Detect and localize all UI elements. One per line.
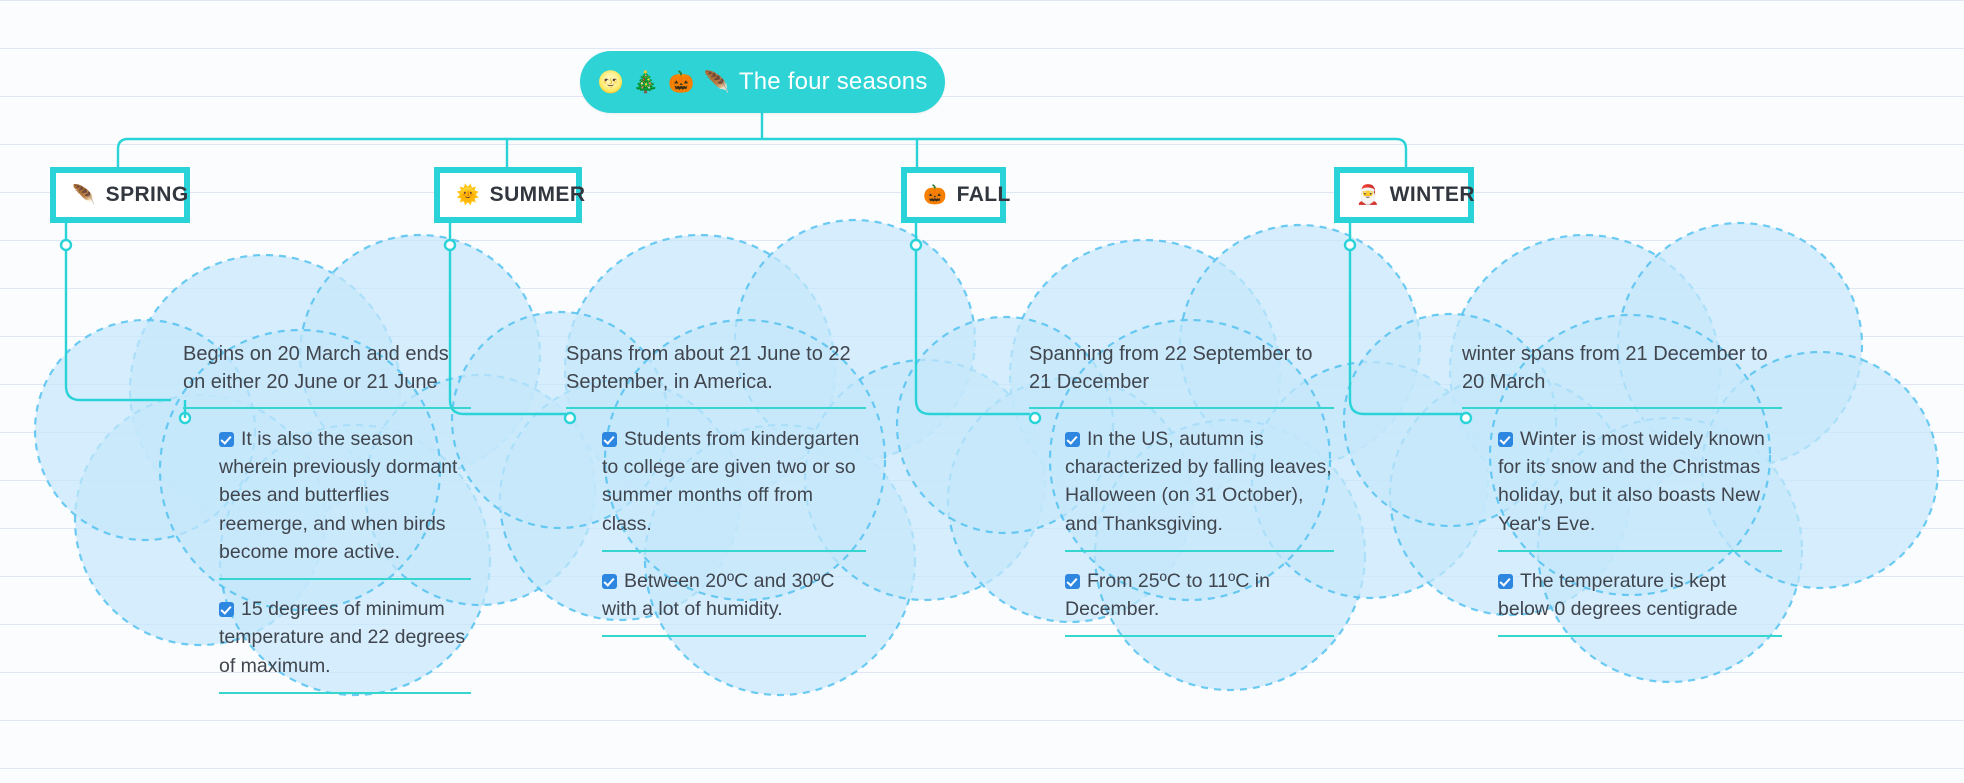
feather-icon: 🪶 [703,70,730,94]
checkbox-checked-icon[interactable] [602,431,617,447]
moon-face-icon: 🌝 [597,70,624,94]
summary-fall: Spanning from 22 September to 21 Decembe… [1029,343,1313,394]
root-node[interactable]: 🌝 🎄 🎃 🪶 The four seasons [580,51,945,113]
checklist-item[interactable]: In the US, autumn is characterized by fa… [1065,425,1334,550]
branch-content-winter: winter spans from 21 December to 20 Marc… [1462,340,1782,652]
checklist-item[interactable]: Students from kindergarten to college ar… [602,425,866,550]
jack-o-lantern-icon: 🎃 [668,70,695,94]
summary-winter: winter spans from 21 December to 20 Marc… [1462,343,1768,394]
divider [219,691,471,694]
divider [1065,549,1334,552]
checklist-item-label: Between 20ºC and 30ºC with a lot of humi… [602,569,835,621]
checkbox-checked-icon[interactable] [1498,573,1513,589]
checklist-item-label: Winter is most widely known for its snow… [1498,427,1765,535]
divider [602,549,866,552]
checklist-item[interactable]: From 25ºC to 11ºC in December. [1065,567,1334,636]
branch-node-fall[interactable]: 🎃 FALL [901,167,1010,223]
checklist-item[interactable]: The temperature is kept below 0 degrees … [1498,567,1782,636]
branch-node-spring[interactable]: 🪶 SPRING [50,167,190,223]
checklist-item-label: In the US, autumn is characterized by fa… [1065,427,1332,535]
root-node-title: The four seasons [738,68,928,95]
branch-label-fall: FALL [956,183,1011,206]
divider [1498,549,1782,552]
divider [1498,635,1782,638]
jack-o-lantern-icon: 🎃 [923,184,947,206]
divider [1462,406,1782,409]
divider [1065,635,1334,638]
checkbox-checked-icon[interactable] [219,602,234,618]
divider [219,578,471,581]
branch-label-spring: SPRING [105,183,189,206]
branch-content-summer: Spans from about 21 June to 22 September… [566,340,866,652]
sun-icon: 🌞 [456,184,480,206]
divider [1029,406,1334,409]
checkbox-checked-icon[interactable] [1065,573,1080,589]
checklist-item-label: From 25ºC to 11ºC in December. [1065,569,1270,621]
checklist-item-label: It is also the season wherein previously… [219,427,458,563]
divider [602,635,866,638]
summary-summer: Spans from about 21 June to 22 September… [566,343,851,394]
divider [183,406,471,409]
divider [566,406,866,409]
checkbox-checked-icon[interactable] [219,431,234,447]
checklist-item-label: Students from kindergarten to college ar… [602,427,860,535]
checklist-item[interactable]: It is also the season wherein previously… [219,425,471,578]
branch-content-fall: Spanning from 22 September to 21 Decembe… [1029,340,1334,652]
checklist-item[interactable]: Between 20ºC and 30ºC with a lot of humi… [602,567,866,636]
checklist-item-label: The temperature is kept below 0 degrees … [1498,569,1738,621]
branch-content-spring: Begins on 20 March and ends on either 20… [183,340,471,709]
checkbox-checked-icon[interactable] [1065,431,1080,447]
summary-spring: Begins on 20 March and ends on either 20… [183,343,449,394]
feather-icon: 🪶 [72,184,96,206]
christmas-tree-icon: 🎄 [632,70,660,94]
branch-label-summer: SUMMER [489,183,586,206]
santa-icon: 🎅 [1356,184,1380,206]
branch-label-winter: WINTER [1389,183,1475,206]
checkbox-checked-icon[interactable] [1498,431,1513,447]
checklist-item-label: 15 degrees of minimum temperature and 22… [219,598,466,677]
checklist-item[interactable]: 15 degrees of minimum temperature and 22… [219,595,471,692]
branch-node-summer[interactable]: 🌞 SUMMER [434,167,585,223]
checkbox-checked-icon[interactable] [602,573,617,589]
branch-node-winter[interactable]: 🎅 WINTER [1334,167,1475,223]
checklist-item[interactable]: Winter is most widely known for its snow… [1498,425,1782,550]
